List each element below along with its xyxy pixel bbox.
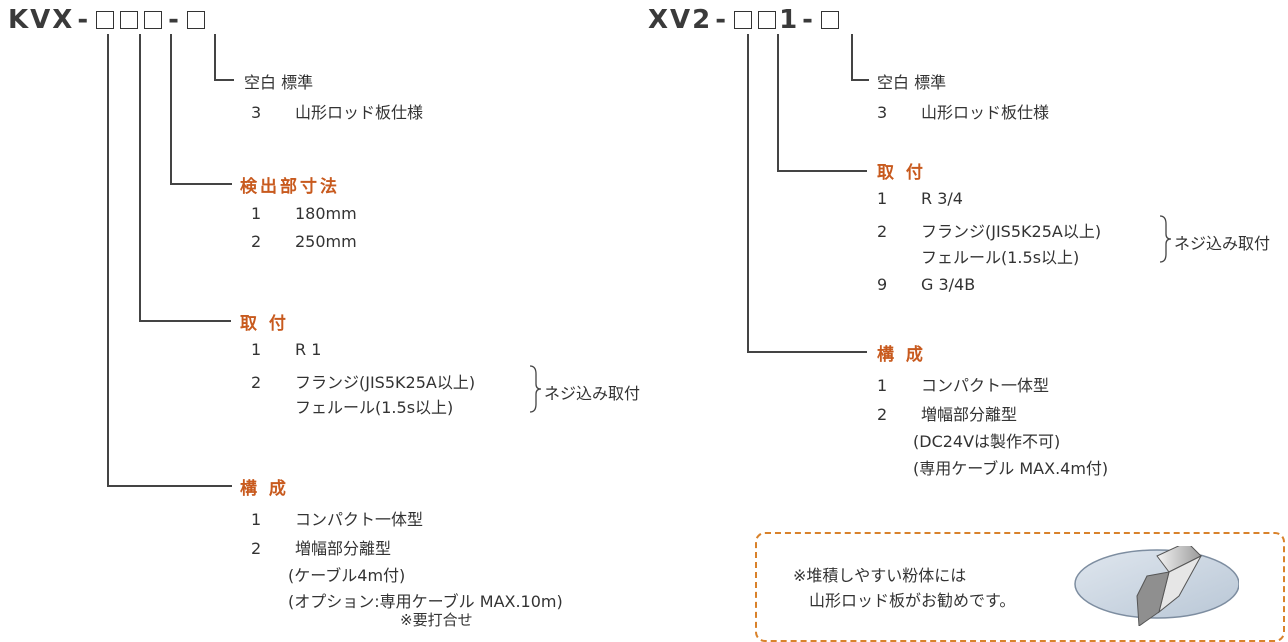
brace-icon (1159, 215, 1172, 263)
note-line: ※堆積しやすい粉体には (793, 566, 967, 585)
tree-line (851, 34, 853, 80)
option-standard: 空白 標準 (244, 73, 314, 92)
note-line: 山形ロッド板がお勧めです。 (809, 591, 1016, 610)
tree-line (139, 320, 231, 322)
tree-line (214, 34, 216, 80)
heading-mount: 取 付 (240, 314, 289, 334)
list-item: フェルール(1.5s以上) (295, 398, 454, 417)
brace-label: ネジ込み取付 (1174, 234, 1271, 253)
tree-line (851, 79, 869, 81)
brace-icon (529, 365, 542, 413)
tree-line (747, 351, 867, 353)
code-fixed-digit: 1 (779, 5, 800, 35)
sub-note: (オプション:専用ケーブル MAX.10m) (288, 592, 563, 611)
recommendation-note: ※堆積しやすい粉体には 山形ロッド板がお勧めです。 (755, 532, 1285, 642)
heading-config: 構 成 (877, 345, 926, 365)
tree-line (107, 485, 232, 487)
list-item: フェルール(1.5s以上) (921, 248, 1080, 267)
rod-plate-illustration (1074, 546, 1239, 626)
sub-note: (ケーブル4m付) (288, 566, 406, 585)
heading-size: 検出部寸法 (240, 177, 340, 197)
code-prefix: KVX (8, 5, 75, 35)
brace-label: ネジ込み取付 (544, 384, 641, 403)
code-prefix: XV2 (648, 5, 713, 35)
code-slot-box (144, 11, 163, 29)
sub-note: (専用ケーブル MAX.4m付) (913, 459, 1109, 478)
option-standard: 空白 標準 (877, 73, 947, 92)
code-slot-box (120, 11, 139, 29)
heading-config: 構 成 (240, 479, 289, 499)
tree-line (139, 34, 141, 321)
heading-mount: 取 付 (877, 163, 926, 183)
sub-note: ※要打合せ (400, 611, 473, 629)
tree-line (777, 170, 867, 172)
code-slot-box (758, 11, 777, 29)
model-code-right: XV2 - 1 - (648, 5, 842, 35)
code-slot-box (734, 11, 753, 29)
tree-line (747, 34, 749, 352)
sub-note: (DC24Vは製作不可) (913, 432, 1061, 451)
code-slot-box (96, 11, 115, 29)
tree-line (170, 183, 232, 185)
tree-line (107, 34, 109, 486)
tree-line (170, 34, 172, 184)
tree-line (214, 79, 234, 81)
code-slot-box (820, 11, 839, 29)
tree-line (777, 34, 779, 171)
model-code-left: KVX - - (8, 5, 208, 35)
code-slot-box (186, 11, 205, 29)
